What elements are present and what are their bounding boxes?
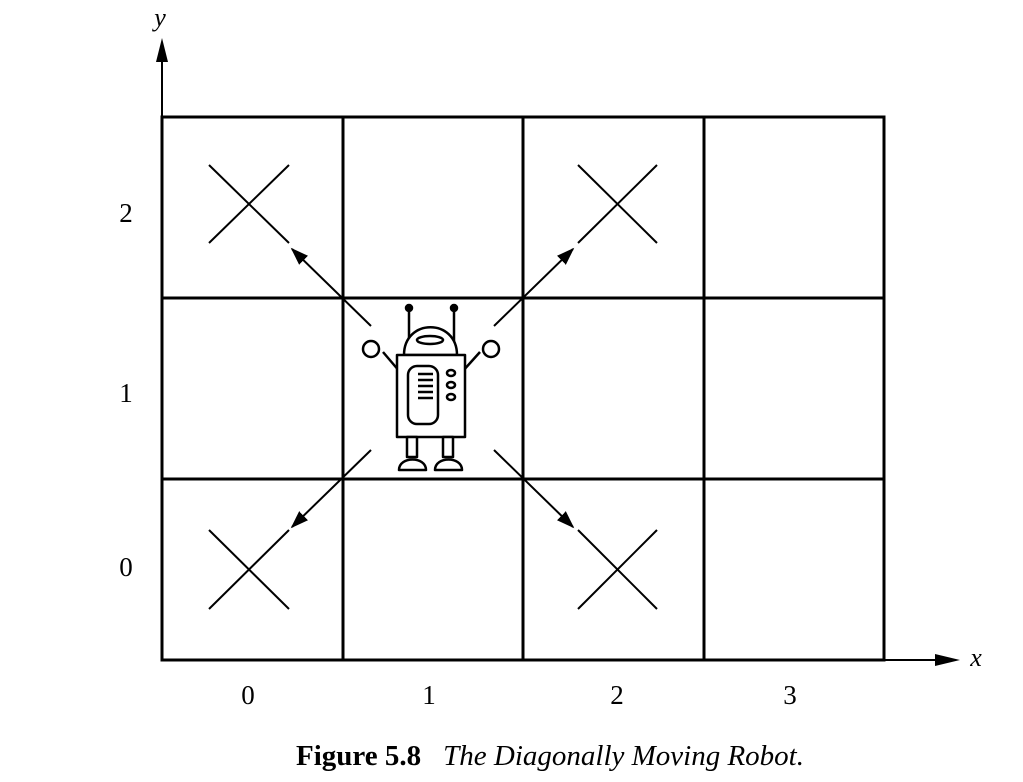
arrow-down-left-icon	[290, 449, 372, 529]
y-tick-label: 0	[119, 552, 133, 582]
cross-mark-icon	[577, 529, 658, 610]
grid	[160, 115, 886, 662]
move-arrows	[290, 247, 575, 529]
robot-icon	[361, 303, 501, 472]
x-tick-label: 1	[422, 680, 436, 710]
figure-caption: Figure 5.8 The Diagonally Moving Robot.	[0, 740, 1023, 773]
cross-mark-icon	[577, 164, 658, 244]
cross-mark-icon	[208, 529, 290, 610]
y-tick-labels: 2 1 0	[119, 198, 133, 582]
axes: y x	[151, 3, 982, 672]
x-tick-label: 0	[241, 680, 255, 710]
arrow-up-right-icon	[493, 247, 575, 327]
x-axis-label: x	[969, 643, 982, 672]
x-tick-label: 2	[610, 680, 624, 710]
x-tick-labels: 0 1 2 3	[241, 680, 797, 710]
x-axis-arrow-icon	[935, 654, 960, 666]
target-marks	[208, 164, 658, 610]
arrow-up-left-icon	[290, 247, 372, 327]
x-tick-label: 3	[783, 680, 797, 710]
cross-mark-icon	[208, 164, 290, 244]
arrow-down-right-icon	[493, 449, 575, 529]
caption-label: Figure 5.8	[296, 740, 422, 772]
caption-title: The Diagonally Moving Robot.	[443, 740, 804, 772]
y-tick-label: 2	[119, 198, 133, 228]
y-tick-label: 1	[119, 378, 133, 408]
y-axis-label: y	[151, 3, 166, 32]
y-axis-arrow-icon	[156, 38, 168, 62]
